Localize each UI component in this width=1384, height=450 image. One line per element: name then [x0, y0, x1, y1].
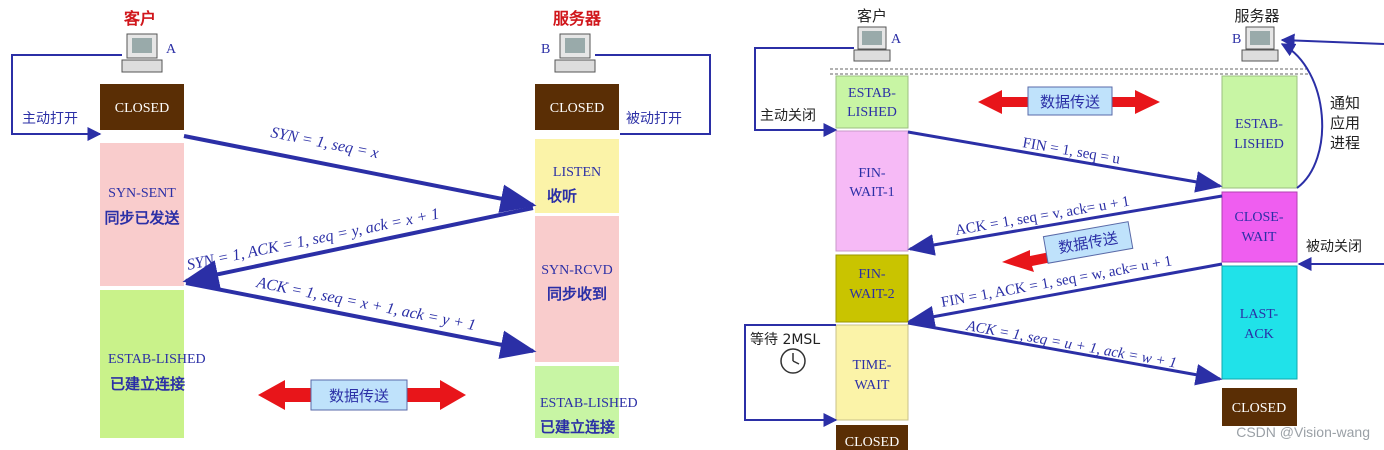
syn-ack-arrow — [182, 206, 534, 289]
handshake-panel: 客户 服务器 A B 主动打开 被动打开 CLOSED SYN-SENT 同步已… — [11, 9, 711, 438]
server-closed-box — [535, 84, 619, 130]
client-computer-icon-right — [853, 26, 891, 62]
syn-rcvd-cn: 同步收到 — [547, 285, 607, 303]
listen-box — [535, 139, 619, 213]
wait-2msl-label: 等待 2MSL — [750, 331, 820, 348]
client-established-label: ESTAB-LISHED — [108, 352, 206, 367]
client-established-box — [100, 290, 184, 438]
server-top-arrow — [1280, 33, 1384, 48]
active-open-label: 主动打开 — [22, 110, 78, 127]
fin-wait-1-label-1: FIN- — [858, 166, 886, 181]
notify-app-label-3: 进程 — [1330, 134, 1360, 152]
syn-sent-label: SYN-SENT — [108, 186, 176, 201]
ack-arrow-right — [907, 194, 1223, 256]
last-ack-box — [1221, 265, 1298, 380]
clock-icon — [780, 348, 806, 374]
client-title-right: 客户 — [857, 7, 887, 25]
last-ack-arrow — [907, 321, 1223, 386]
termination-panel: 客户 服务器 A B 主动关闭 ESTAB- LISHED FIN- WAIT-… — [744, 7, 1384, 450]
fin-arrow — [907, 130, 1223, 193]
listen-label: LISTEN — [553, 165, 601, 180]
client-established-label-1: ESTAB- — [848, 86, 896, 101]
fin-wait-2-label-2: WAIT-2 — [849, 287, 894, 302]
server-established-label-2: LISHED — [1234, 137, 1284, 152]
last-ack-label-1: LAST- — [1240, 307, 1279, 322]
syn-rcvd-label: SYN-RCVD — [541, 263, 613, 278]
close-wait-label-2: WAIT — [1242, 230, 1277, 245]
syn-rcvd-box — [535, 216, 619, 362]
client-host-label: A — [166, 42, 177, 57]
server-established-cn: 已建立连接 — [540, 418, 615, 436]
passive-open-label: 被动打开 — [626, 110, 682, 127]
ack-arrow — [185, 281, 537, 359]
server-host-label-right: B — [1232, 32, 1241, 47]
server-closed-label-right: CLOSED — [1232, 401, 1286, 416]
client-host-label-right: A — [891, 32, 902, 47]
syn-sent-cn: 同步已发送 — [104, 209, 180, 227]
fin-wait-1-box — [835, 130, 909, 252]
server-computer-icon-right — [1241, 26, 1279, 62]
time-wait-box — [835, 324, 909, 421]
server-established-label-1: ESTAB- — [1235, 117, 1283, 132]
client-established-label-2: LISHED — [847, 105, 897, 120]
client-established-cn: 已建立连接 — [110, 375, 185, 393]
syn-arrow — [183, 134, 537, 213]
fin-wait-2-box — [835, 254, 909, 323]
notify-app-curve — [1280, 43, 1324, 189]
client-closed-label-right: CLOSED — [845, 435, 899, 450]
client-closed-label: CLOSED — [115, 101, 169, 116]
fin-ack-arrow — [907, 262, 1223, 328]
last-ack-message: ACK = 1, seq = u + 1, ack = w + 1 — [964, 318, 1178, 372]
notify-app-label-2: 应用 — [1330, 114, 1360, 132]
wait-2msl-loop — [744, 324, 838, 427]
close-wait-label-1: CLOSE- — [1235, 210, 1284, 225]
notify-app-label-1: 通知 — [1330, 94, 1360, 112]
server-closed-label: CLOSED — [550, 101, 604, 116]
syn-sent-box — [100, 143, 184, 286]
data-transfer-label: 数据传送 — [329, 387, 389, 405]
fin-message: FIN = 1, seq = u — [1021, 135, 1121, 168]
passive-open-loop — [595, 54, 711, 135]
time-wait-label-2: WAIT — [855, 378, 890, 393]
watermark: CSDN @Vision-wang — [1236, 424, 1370, 440]
active-open-loop — [11, 54, 122, 141]
server-established-label: ESTAB-LISHED — [540, 396, 638, 411]
listen-cn: 收听 — [547, 187, 577, 205]
data-transfer-label-right-1: 数据传送 — [1040, 93, 1100, 111]
active-close-loop — [754, 47, 854, 137]
last-ack-label-2: ACK — [1244, 327, 1274, 342]
client-computer-icon — [121, 33, 163, 73]
server-computer-icon — [554, 33, 596, 73]
client-title: 客户 — [124, 9, 156, 28]
passive-close-label: 被动关闭 — [1306, 239, 1362, 255]
server-closed-box-right — [1222, 388, 1297, 426]
close-wait-box — [1221, 191, 1298, 263]
client-closed-box — [100, 84, 184, 130]
server-established-box — [535, 366, 619, 438]
server-host-label: B — [541, 42, 550, 57]
client-closed-box-right — [836, 425, 908, 450]
client-established-box-right — [835, 75, 909, 129]
server-title: 服务器 — [553, 9, 602, 28]
fin-wait-2-label-1: FIN- — [858, 267, 886, 282]
active-close-label: 主动关闭 — [760, 108, 816, 124]
time-wait-label-1: TIME- — [853, 358, 892, 373]
server-title-right: 服务器 — [1234, 7, 1279, 25]
syn-ack-message: SYN = 1, ACK = 1, seq = y, ack = x + 1 — [185, 206, 440, 274]
fin-wait-1-label-2: WAIT-1 — [849, 185, 894, 200]
server-established-box-right — [1221, 75, 1298, 189]
